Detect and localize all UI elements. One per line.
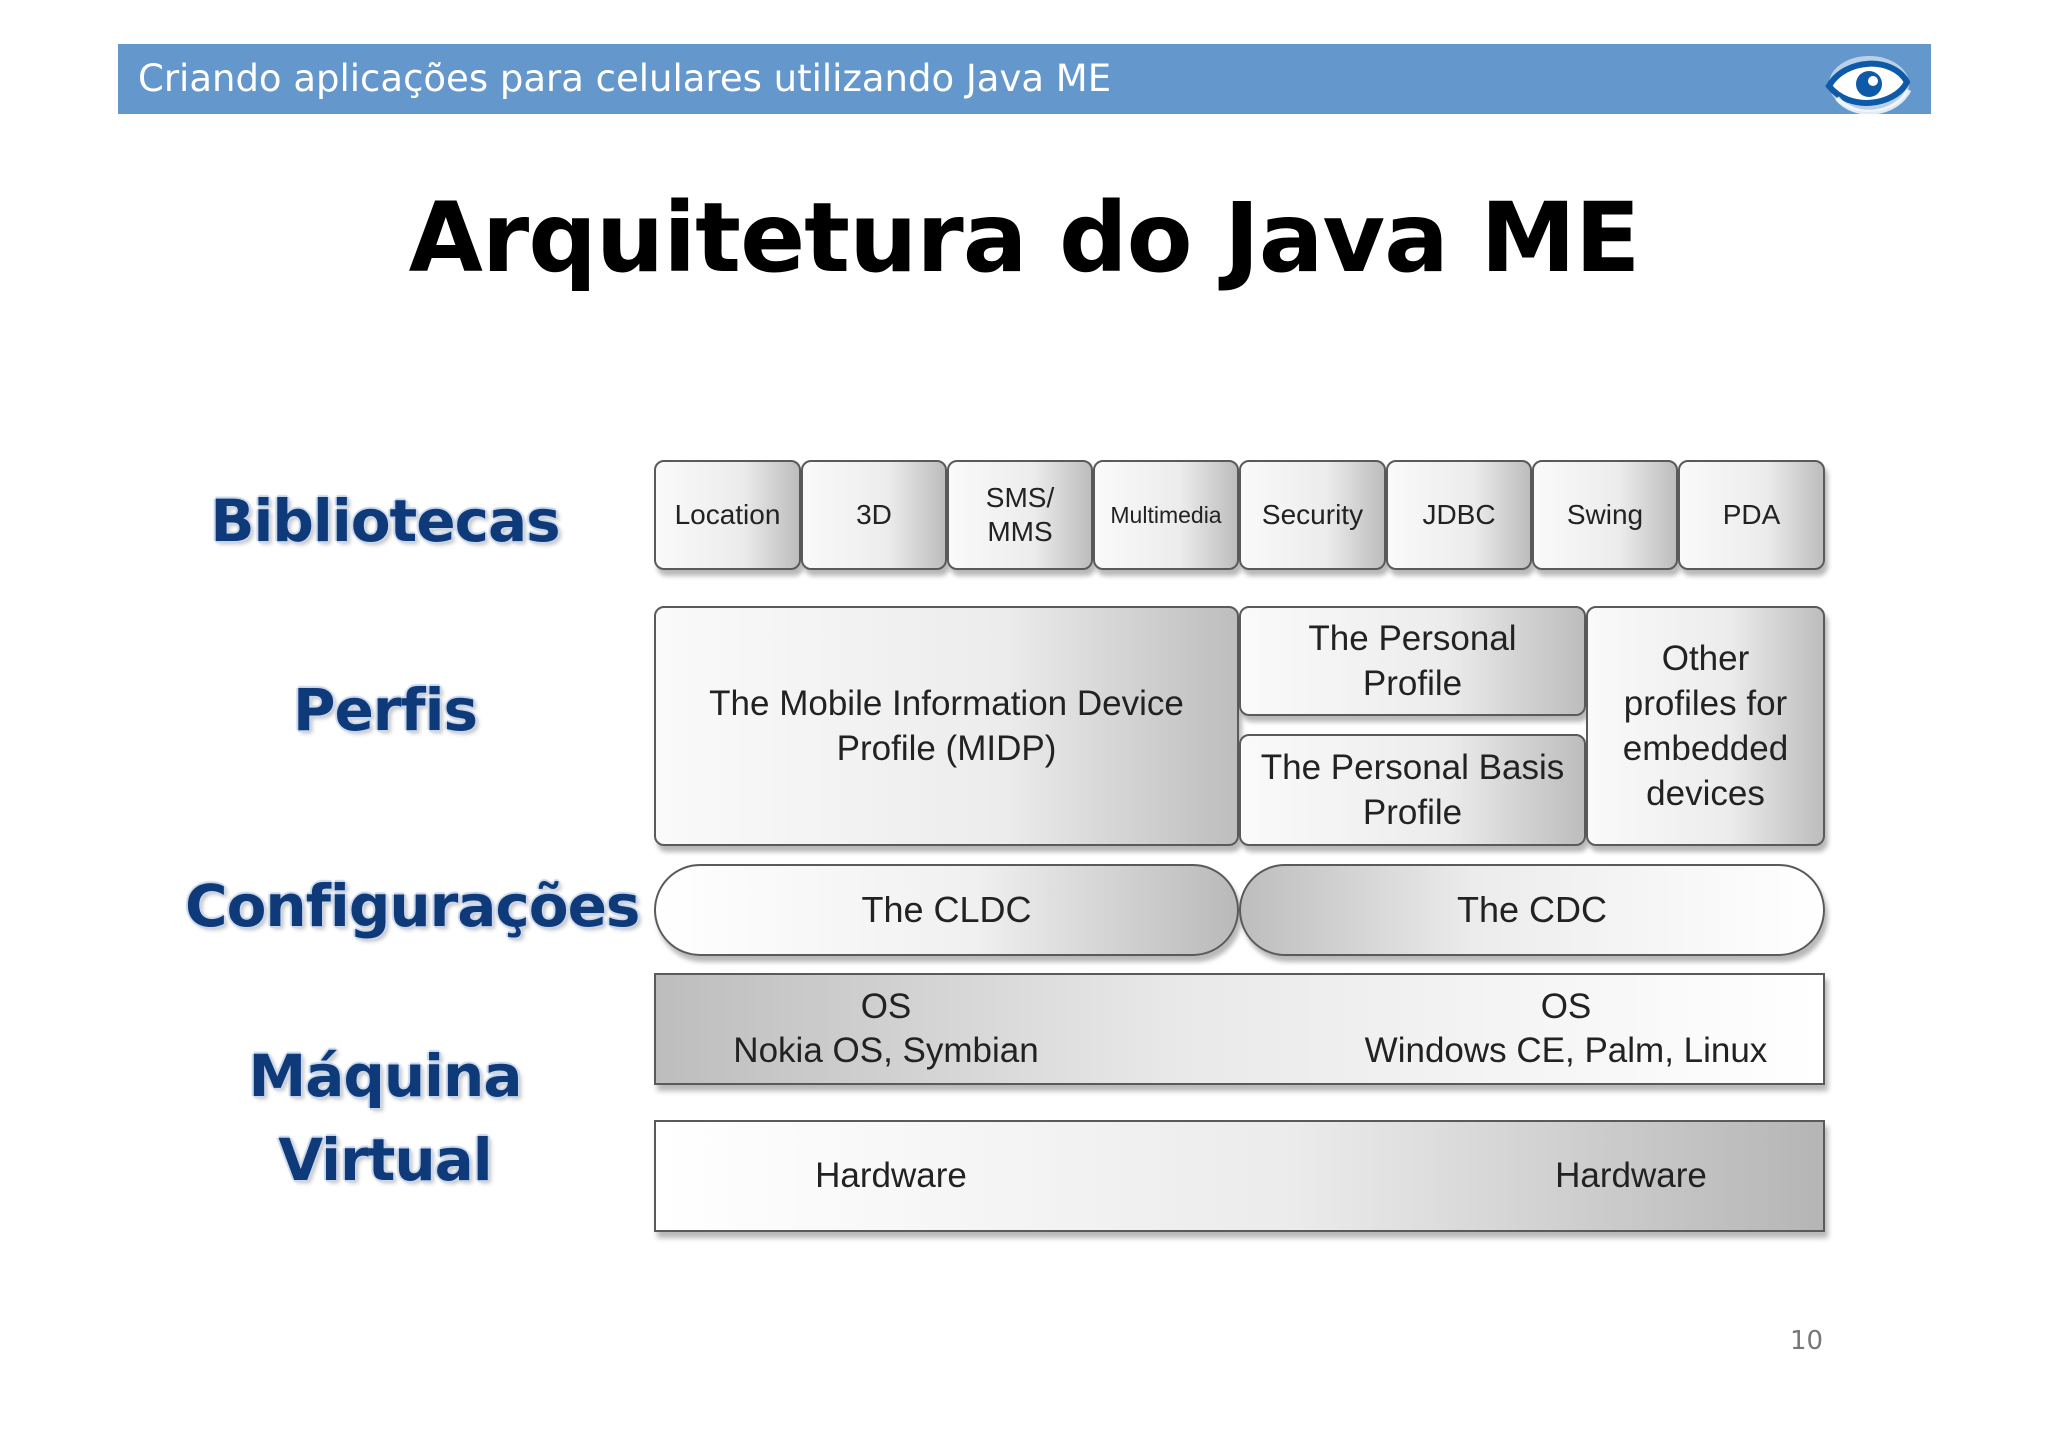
label-virtual-machine: Máquina Virtual [175, 1034, 595, 1202]
profile-other-line1: Other [1661, 639, 1750, 678]
profile-midp-line1: The Mobile Information Device [709, 684, 1184, 723]
profile-personal-basis-line1: The Personal Basis [1260, 748, 1565, 787]
hardware-right: Hardware [1555, 1156, 1707, 1195]
library-mms-label: MMS [987, 516, 1053, 547]
page-title: Arquitetura do Java ME [408, 182, 1641, 294]
library-pda-label: PDA [1722, 499, 1781, 530]
profile-personal-line1: The Personal [1308, 619, 1517, 658]
profile-personal-basis: The Personal Basis Profile [1239, 734, 1586, 846]
profile-midp-line2: Profile (MIDP) [836, 729, 1057, 768]
library-swing-label: Swing [1566, 499, 1644, 530]
banner-title: Criando aplicações para celulares utiliz… [138, 57, 1112, 100]
profile-personal: The Personal Profile [1239, 606, 1586, 716]
profile-personal-line2: Profile [1362, 664, 1463, 703]
os-right: OS Windows CE, Palm, Linux [1346, 985, 1786, 1073]
os-left: OS Nokia OS, Symbian [706, 985, 1066, 1073]
label-virtual-machine-line2: Virtual [278, 1126, 492, 1194]
library-multimedia-label: Multimedia [1110, 502, 1222, 528]
library-3d-label: 3D [856, 499, 892, 530]
label-configurations: Configurações [185, 872, 640, 940]
library-location-label: Location [674, 499, 781, 530]
configuration-cdc: The CDC [1239, 864, 1825, 956]
profile-other-embedded: Other profiles for embedded devices [1586, 606, 1825, 846]
profile-midp: The Mobile Information Device Profile (M… [654, 606, 1239, 846]
configuration-cldc-label: The CLDC [861, 889, 1032, 930]
profile-other-line2: profiles for [1623, 684, 1788, 723]
library-sms-label: SMS/ [985, 482, 1055, 513]
page-number: 10 [1790, 1326, 1824, 1356]
profile-other-line3: embedded [1622, 729, 1789, 768]
library-swing: Swing [1532, 460, 1678, 570]
library-pda: PDA [1678, 460, 1825, 570]
os-band: OS Nokia OS, Symbian OS Windows CE, Palm… [654, 973, 1825, 1085]
library-security-label: Security [1261, 499, 1364, 530]
label-profiles: Perfis [292, 676, 478, 744]
os-left-detail: Nokia OS, Symbian [733, 1031, 1039, 1070]
library-sms-mms: SMS/ MMS [947, 460, 1093, 570]
configuration-cldc: The CLDC [654, 864, 1239, 956]
os-right-title: OS [1540, 987, 1592, 1026]
header-banner: Criando aplicações para celulares utiliz… [118, 44, 1931, 114]
library-jdbc: JDBC [1386, 460, 1532, 570]
library-security: Security [1239, 460, 1386, 570]
profile-other-line4: devices [1646, 774, 1765, 813]
profile-personal-basis-line2: Profile [1362, 793, 1463, 832]
hardware-left: Hardware [815, 1156, 967, 1195]
configuration-cdc-label: The CDC [1456, 889, 1608, 930]
os-right-detail: Windows CE, Palm, Linux [1364, 1031, 1768, 1070]
label-libraries: Bibliotecas [210, 487, 560, 555]
eye-swirl-logo-icon [1825, 56, 1912, 115]
library-jdbc-label: JDBC [1422, 499, 1496, 530]
library-location: Location [654, 460, 801, 570]
os-left-title: OS [860, 987, 912, 1026]
hardware-band: Hardware Hardware [654, 1120, 1825, 1232]
library-multimedia: Multimedia [1093, 460, 1239, 570]
label-virtual-machine-line1: Máquina [248, 1042, 523, 1110]
library-3d: 3D [801, 460, 947, 570]
